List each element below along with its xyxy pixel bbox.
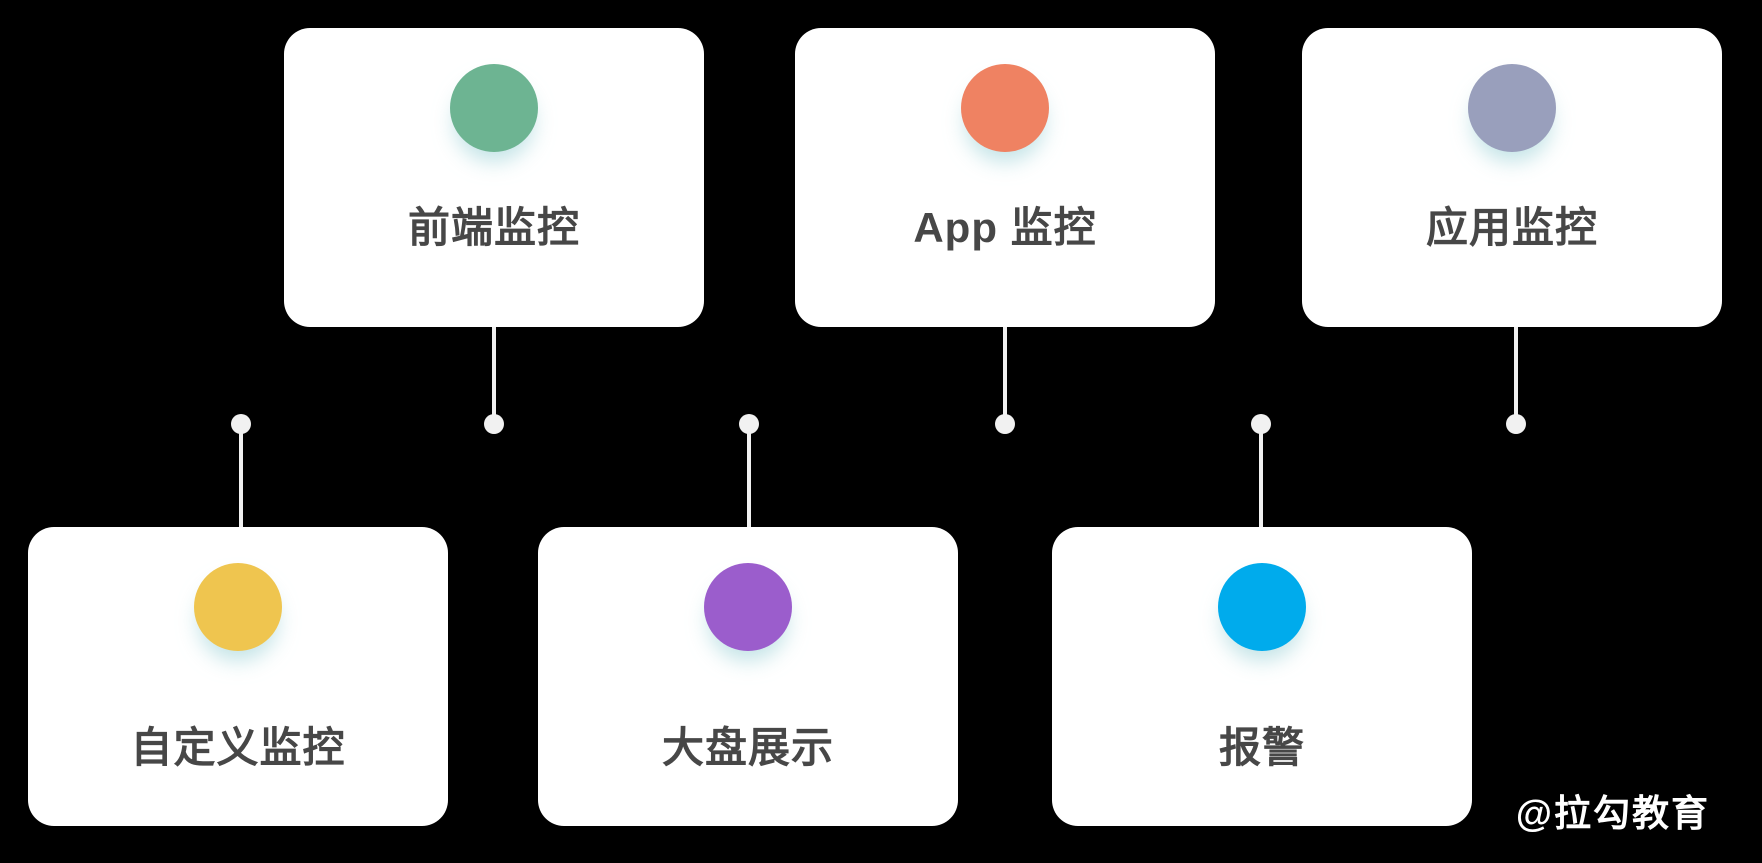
connector-line bbox=[747, 433, 751, 527]
card-custom-monitor: 自定义监控 bbox=[28, 527, 448, 826]
connector-line bbox=[492, 327, 496, 415]
connector-line bbox=[1003, 327, 1007, 415]
connector-line bbox=[239, 433, 243, 527]
card-dashboard-display: 大盘展示 bbox=[538, 527, 958, 826]
card-frontend-monitor: 前端监控 bbox=[284, 28, 704, 327]
node-label: 应用监控 bbox=[1425, 204, 1598, 251]
yellow-circle-icon bbox=[194, 563, 282, 651]
green-circle-icon bbox=[450, 64, 538, 152]
cyan-circle-icon bbox=[1218, 563, 1306, 651]
connector-dot bbox=[739, 414, 759, 434]
node-label: App 监控 bbox=[913, 204, 1097, 251]
card-app-monitor: App 监控 bbox=[795, 28, 1215, 327]
node-label: 报警 bbox=[1218, 724, 1305, 771]
card-application-monitor: 应用监控 bbox=[1302, 28, 1722, 327]
connector-line bbox=[1514, 327, 1518, 415]
connector-dot bbox=[995, 414, 1015, 434]
watermark: @拉勾教育 bbox=[1515, 793, 1710, 834]
purple-circle-icon bbox=[704, 563, 792, 651]
orange-circle-icon bbox=[961, 64, 1049, 152]
connector-dot bbox=[484, 414, 504, 434]
connector-dot bbox=[231, 414, 251, 434]
card-alert: 报警 bbox=[1052, 527, 1472, 826]
node-label: 前端监控 bbox=[407, 204, 580, 251]
node-label: 大盘展示 bbox=[661, 724, 834, 771]
connector-line bbox=[1259, 433, 1263, 527]
connector-dot bbox=[1506, 414, 1526, 434]
connector-dot bbox=[1251, 414, 1271, 434]
slate-circle-icon bbox=[1468, 64, 1556, 152]
node-label: 自定义监控 bbox=[130, 724, 346, 771]
